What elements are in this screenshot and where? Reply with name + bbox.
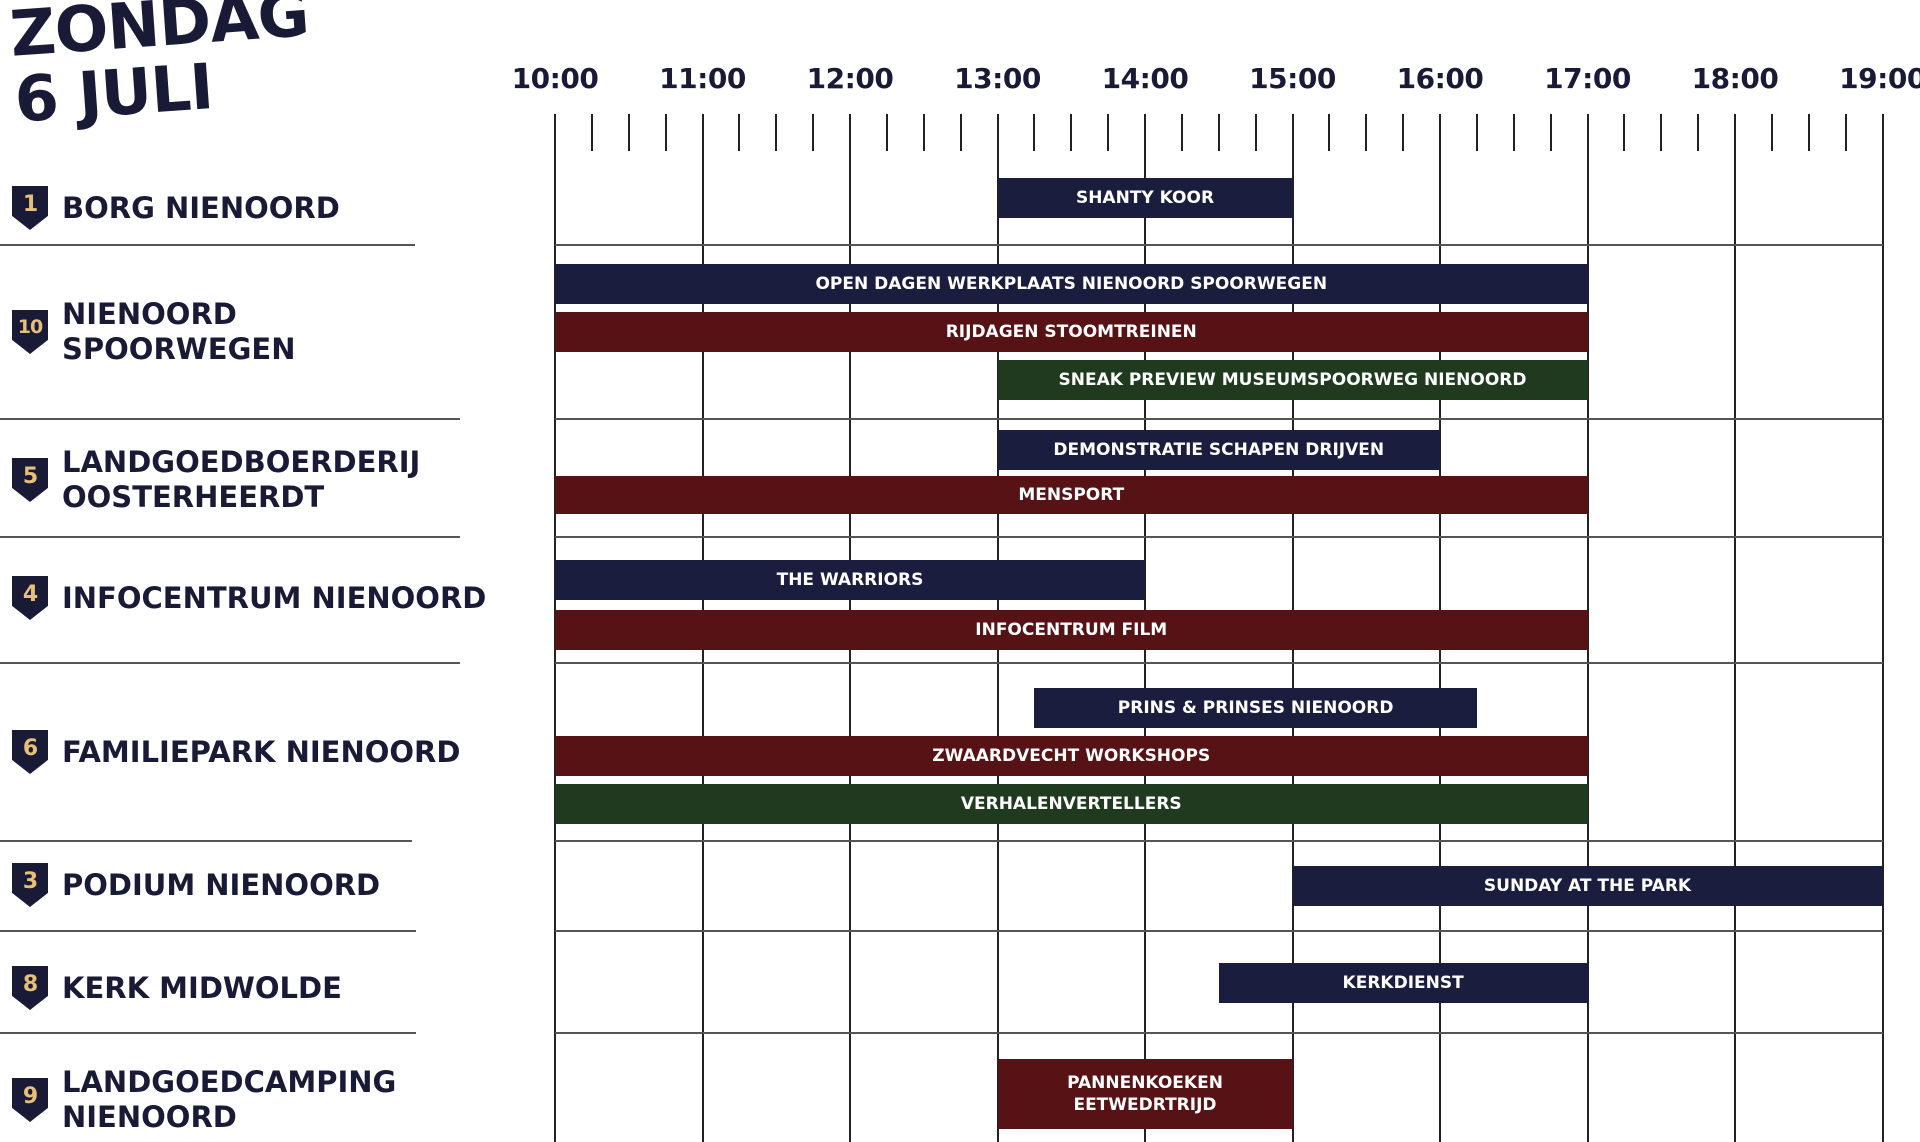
quarter-tick: [664, 114, 667, 151]
quarter-tick: [1844, 114, 1847, 151]
venue-separator: [0, 1032, 416, 1034]
venue-separator: [0, 840, 412, 842]
venue-name: PODIUM NIENOORD: [62, 867, 381, 902]
event-bar[interactable]: VERHALENVERTELLERS: [555, 784, 1588, 824]
quarter-tick: [1660, 114, 1663, 151]
hour-gridline: [1881, 114, 1884, 1142]
row-gridline: [555, 418, 1883, 420]
venue-name: LANDGOEDCAMPING NIENOORD: [62, 1065, 397, 1134]
quarter-tick: [1697, 114, 1700, 151]
venue-number-badge: 10: [12, 310, 48, 354]
venue-number-badge: 3: [12, 863, 48, 907]
event-bar[interactable]: KERKDIENST: [1218, 963, 1588, 1003]
venue-separator: [0, 930, 416, 932]
quarter-tick: [738, 114, 741, 151]
hour-gridline: [1586, 114, 1589, 1142]
quarter-tick: [1217, 114, 1220, 151]
event-bar[interactable]: THE WARRIORS: [555, 560, 1145, 600]
venue-separator: [0, 244, 415, 246]
quarter-tick: [885, 114, 888, 151]
event-bar[interactable]: PANNENKOEKEN EETWEDRTRIJD: [997, 1059, 1293, 1129]
venue-separator: [0, 536, 460, 538]
quarter-tick: [959, 114, 962, 151]
quarter-tick: [1107, 114, 1110, 151]
event-bar[interactable]: INFOCENTRUM FILM: [555, 610, 1588, 650]
row-gridline: [555, 536, 1883, 538]
quarter-tick: [590, 114, 593, 151]
quarter-tick: [1365, 114, 1368, 151]
venue-number-badge: 8: [12, 966, 48, 1010]
venue-separator: [0, 662, 460, 664]
venue-name: LANDGOEDBOERDERIJ OOSTERHEERDT: [62, 445, 421, 514]
hour-label: 17:00: [1544, 62, 1631, 95]
venue-name: FAMILIEPARK NIENOORD: [62, 734, 461, 769]
hour-label: 15:00: [1249, 62, 1336, 95]
quarter-tick: [1623, 114, 1626, 151]
row-gridline: [555, 662, 1883, 664]
quarter-tick: [1770, 114, 1773, 151]
hour-label: 14:00: [1101, 62, 1189, 95]
venue-number-badge: 4: [12, 576, 48, 620]
venue-name: KERK MIDWOLDE: [62, 970, 342, 1005]
event-bar[interactable]: PRINS & PRINSES NIENOORD: [1034, 688, 1477, 728]
quarter-tick: [627, 114, 630, 151]
quarter-tick: [1254, 114, 1257, 151]
row-gridline: [555, 1032, 1883, 1034]
quarter-tick: [922, 114, 925, 151]
hour-label: 11:00: [659, 62, 746, 95]
venue-number-badge: 6: [12, 730, 48, 774]
quarter-tick: [1807, 114, 1810, 151]
quarter-tick: [1402, 114, 1405, 151]
venue-name: NIENOORD SPOORWEGEN: [62, 297, 296, 366]
venue-name: BORG NIENOORD: [62, 190, 340, 225]
hour-gridline: [1734, 114, 1736, 1142]
venue-name: INFOCENTRUM NIENOORD: [62, 580, 487, 615]
quarter-tick: [1033, 114, 1036, 151]
hour-label: 10:00: [511, 62, 599, 95]
quarter-tick: [1180, 114, 1183, 151]
quarter-tick: [812, 114, 815, 151]
row-gridline: [555, 244, 1883, 246]
event-bar[interactable]: DEMONSTRATIE SCHAPEN DRIJVEN: [997, 430, 1440, 470]
row-gridline: [555, 840, 1883, 842]
quarter-tick: [775, 114, 778, 151]
hour-label: 18:00: [1691, 62, 1779, 95]
hour-label: 16:00: [1396, 62, 1484, 95]
venue-number-badge: 9: [12, 1078, 48, 1122]
hour-label: 19:00: [1839, 62, 1920, 95]
event-bar[interactable]: SHANTY KOOR: [997, 178, 1293, 218]
quarter-tick: [1512, 114, 1515, 151]
quarter-tick: [1328, 114, 1331, 151]
event-bar[interactable]: SNEAK PREVIEW MUSEUMSPOORWEG NIENOORD: [997, 360, 1588, 400]
venue-separator: [0, 418, 460, 420]
event-bar[interactable]: ZWAARDVECHT WORKSHOPS: [555, 736, 1588, 776]
quarter-tick: [1475, 114, 1478, 151]
hour-label: 13:00: [954, 62, 1041, 95]
venue-number-badge: 5: [12, 458, 48, 502]
event-bar[interactable]: OPEN DAGEN WERKPLAATS NIENOORD SPOORWEGE…: [555, 264, 1588, 304]
event-bar[interactable]: SUNDAY AT THE PARK: [1292, 866, 1883, 906]
quarter-tick: [1549, 114, 1552, 151]
quarter-tick: [1070, 114, 1073, 151]
event-bar[interactable]: MENSPORT: [555, 476, 1588, 514]
venue-number-badge: 1: [12, 186, 48, 230]
event-bar[interactable]: RIJDAGEN STOOMTREINEN: [555, 312, 1588, 352]
row-gridline: [555, 930, 1883, 932]
hour-label: 12:00: [806, 62, 894, 95]
